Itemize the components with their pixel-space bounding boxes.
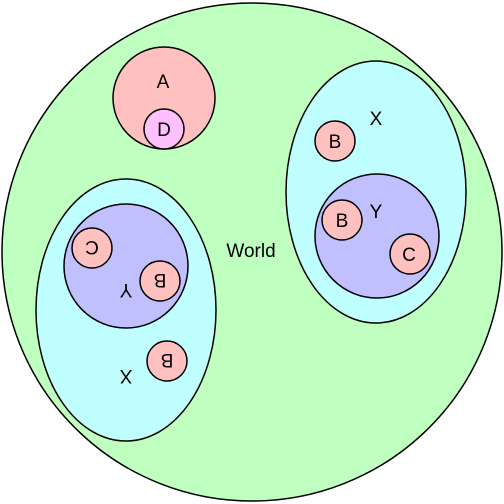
set-y-right-element-c-circle <box>389 233 431 275</box>
set-y-left-rotated: Y B C <box>63 203 189 329</box>
set-a-label: A <box>157 72 170 93</box>
set-x-right-label: X <box>370 109 383 130</box>
set-y-right-label: Y <box>370 202 383 223</box>
set-x-left-element-b-label: B <box>161 349 174 370</box>
set-x-left-element-b-circle <box>146 340 188 382</box>
set-x-right-element-b-label: B <box>329 132 342 153</box>
set-x-right-element-b-circle <box>314 120 356 162</box>
set-y-left-element-b-circle <box>139 260 181 302</box>
set-y-left-label: Y <box>119 279 132 300</box>
set-x-left-label: X <box>119 365 132 386</box>
set-y-right-element-b-label: B <box>336 211 349 232</box>
set-y-left-element-c-circle <box>71 227 113 269</box>
set-y-right-element-b-circle <box>321 199 363 241</box>
element-d-label: D <box>157 120 171 141</box>
set-x-right: X B Y B C <box>285 60 467 324</box>
world-label: World <box>226 241 275 262</box>
set-x-left-rotated: X B Y B C <box>35 178 217 442</box>
set-y-right-element-c-label: C <box>402 245 416 266</box>
element-d-circle <box>143 108 185 150</box>
set-y-right: Y B C <box>314 173 440 299</box>
set-y-left-element-c-label: C <box>85 236 99 257</box>
set-y-left-element-b-label: B <box>154 269 167 290</box>
set-a: A D <box>112 46 216 150</box>
